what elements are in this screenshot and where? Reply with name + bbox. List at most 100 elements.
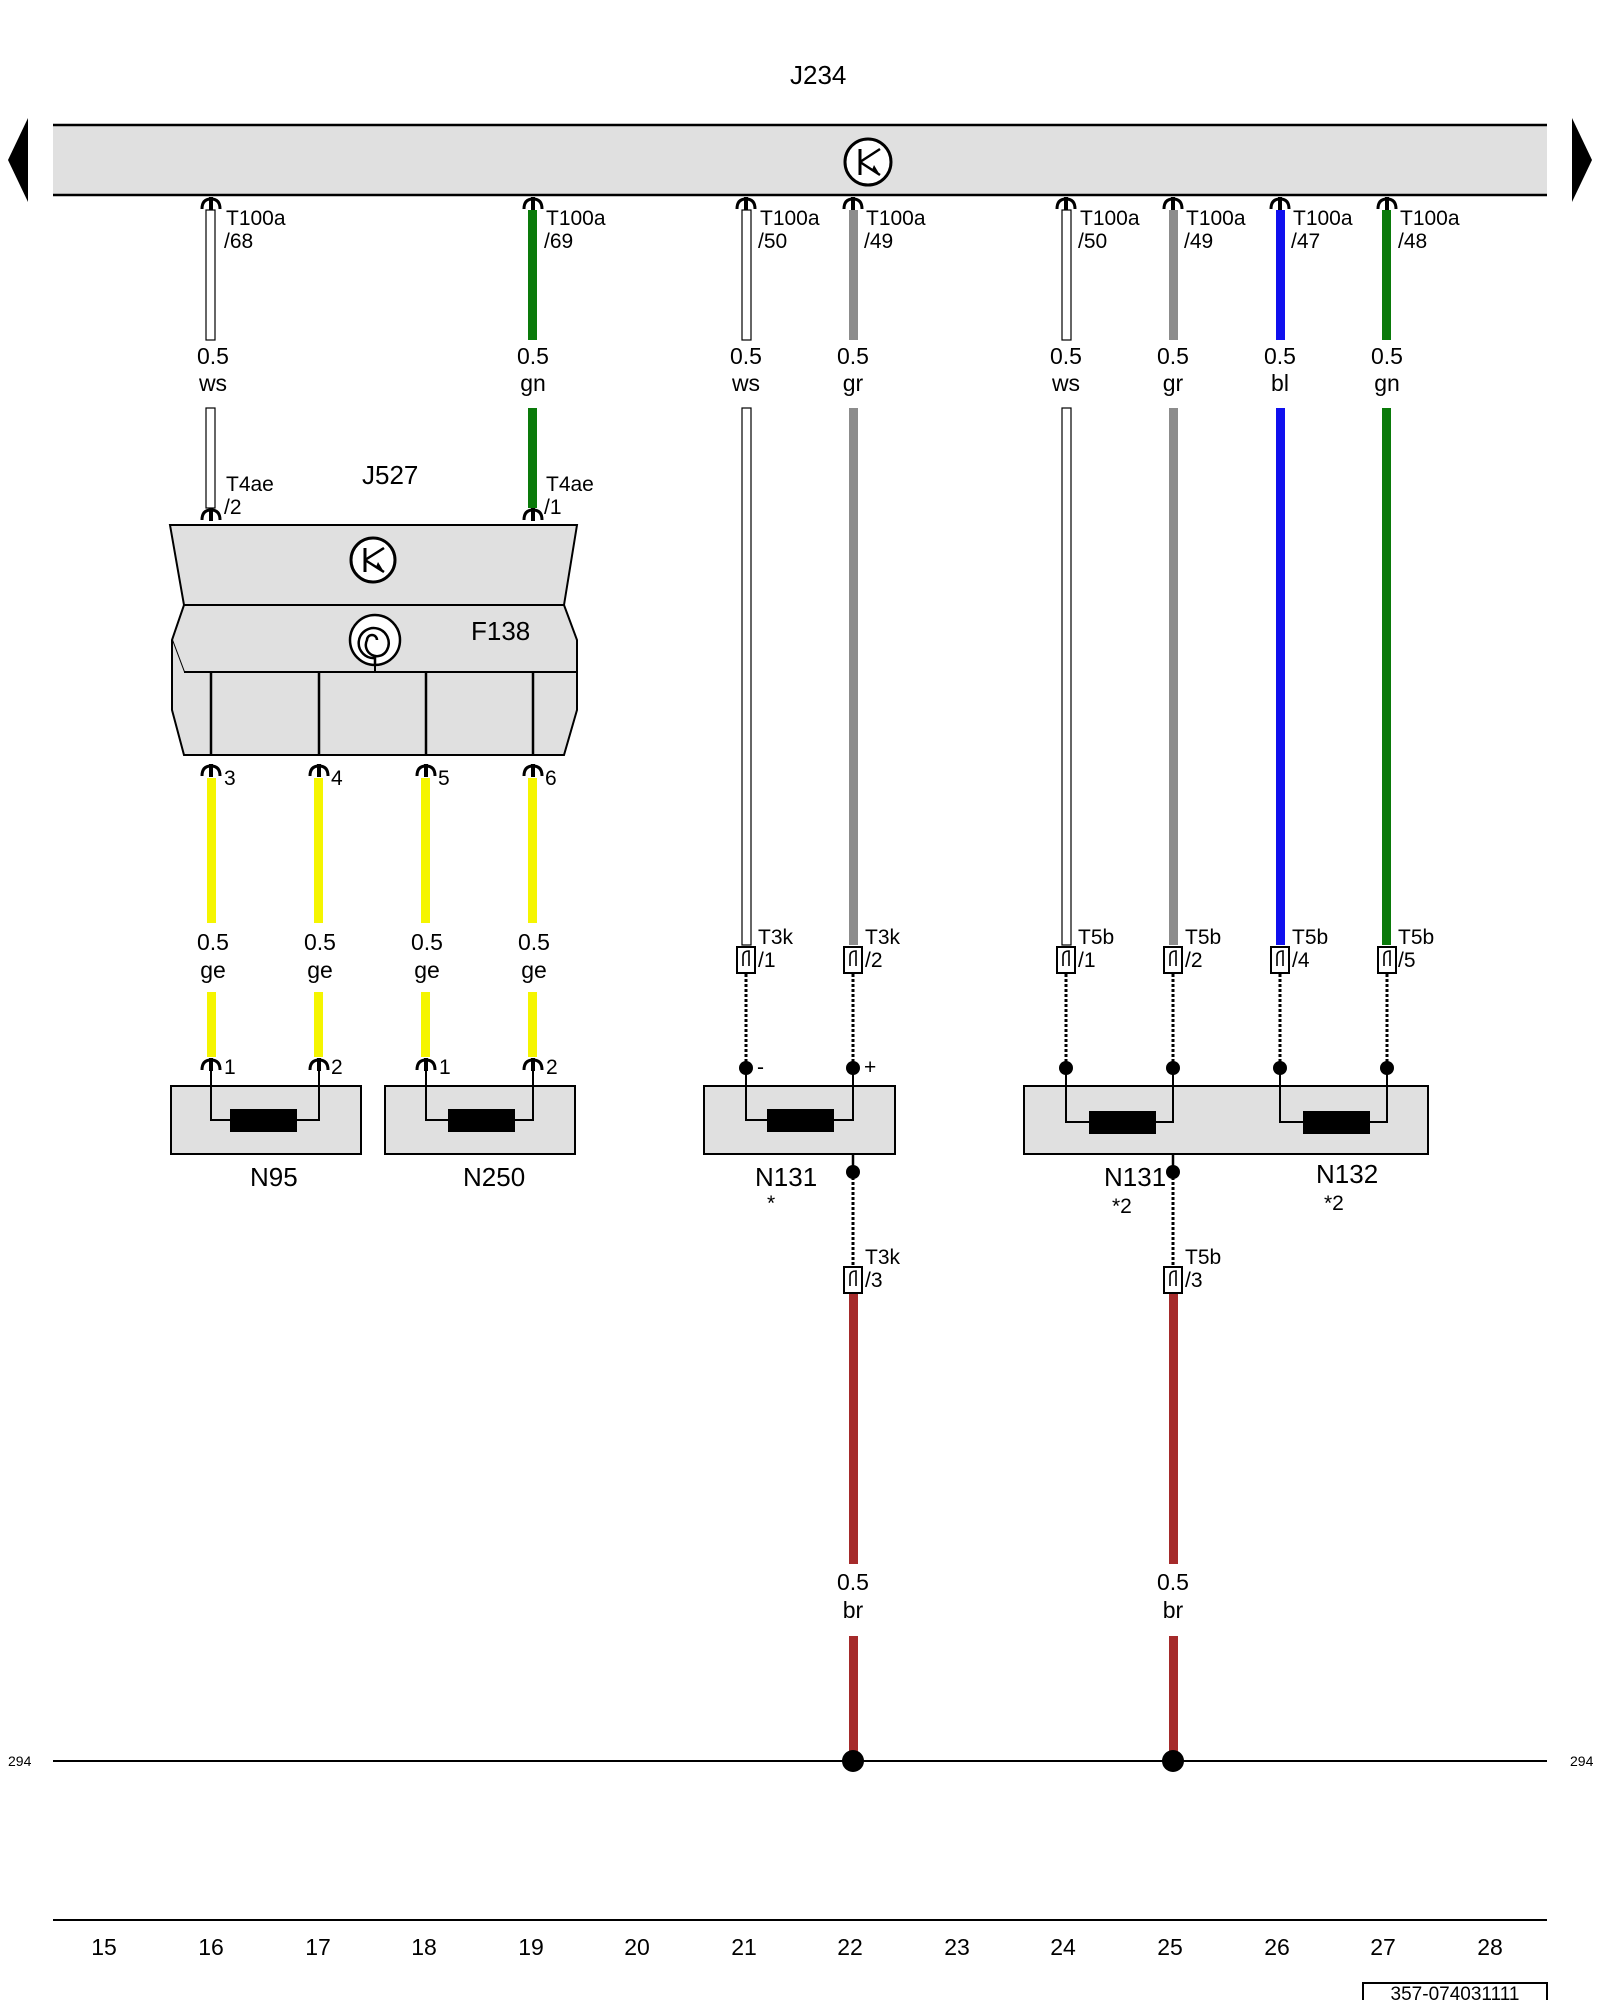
- j527-label: J527: [362, 460, 418, 490]
- pin-number-label: 3: [224, 767, 236, 790]
- n131-n132-valves: N131 *2 N132 *2: [1023, 1061, 1429, 1218]
- n95-label: N95: [250, 1162, 298, 1192]
- pin-number-label: /49: [1184, 230, 1213, 253]
- pin-number-label: /2: [224, 496, 242, 519]
- pin-polarity-label: -: [757, 1056, 764, 1079]
- wire-size-label: 0.5: [837, 343, 869, 369]
- upper-wire-labels: 0.5 ws 0.5 gn 0.5 ws 0.5 gr 0.5 ws 0.5 g…: [197, 343, 1403, 396]
- internal-wires: [744, 974, 1389, 1266]
- pin-number-label: /2: [865, 949, 883, 972]
- column-number: 28: [1477, 1934, 1503, 1960]
- pin-number-label: /69: [544, 230, 573, 253]
- pin-conn-label: T100a: [546, 207, 606, 230]
- wire-color-label: ge: [307, 957, 333, 983]
- pin-conn-label: T5b: [1185, 1246, 1221, 1269]
- wire-color-label: bl: [1271, 370, 1289, 396]
- electronics-icon: [843, 137, 893, 187]
- ground-wires: T3k /3 T5b /3 0.5 br 0.5 br: [837, 1246, 1221, 1760]
- edge-reference-left: 294: [8, 1753, 32, 1769]
- column-number: 16: [198, 1934, 224, 1960]
- pin-conn-label: T5b: [1398, 926, 1434, 949]
- column-number: 22: [837, 1934, 863, 1960]
- wire-size-label: 0.5: [518, 929, 550, 955]
- wire-size-label: 0.5: [197, 343, 229, 369]
- electronics-icon: [349, 536, 397, 584]
- column-number: 15: [91, 1934, 117, 1960]
- pin-conn-label: T4ae: [546, 473, 594, 496]
- pin-number-label: /48: [1398, 230, 1427, 253]
- wire-color-label: gr: [843, 370, 864, 396]
- wire-size-label: 0.5: [411, 929, 443, 955]
- j527-module: J527 F138 T4ae /2 T4ae /1: [168, 460, 594, 756]
- coil-icon: [767, 1109, 834, 1132]
- wire-size-label: 0.5: [730, 343, 762, 369]
- wire-gn: [528, 210, 537, 508]
- column-number: 26: [1264, 1934, 1290, 1960]
- wire-gr: [1169, 210, 1178, 945]
- wire-color-label: ge: [521, 957, 547, 983]
- wire-size-label: 0.5: [517, 343, 549, 369]
- pin-conn-label: T100a: [1080, 207, 1140, 230]
- wire-size-label: 0.5: [197, 929, 229, 955]
- pin-number-label: /5: [1398, 949, 1416, 972]
- column-number: 20: [624, 1934, 650, 1960]
- pin-number-label: 6: [545, 767, 557, 790]
- wire-gn: [1382, 210, 1391, 945]
- n250-valve: 1 2 N250: [384, 1056, 576, 1192]
- pin-conn-label: T3k: [865, 1246, 901, 1269]
- pin-conn-label: T100a: [226, 207, 286, 230]
- wire-size-label: 0.5: [1157, 1569, 1189, 1595]
- coil-icon: [1089, 1111, 1156, 1134]
- j234-panel: [53, 125, 1547, 195]
- pin-number-label: /50: [758, 230, 787, 253]
- wire-ws: [741, 209, 752, 946]
- pin-number-label: 1: [224, 1056, 236, 1079]
- column-number: 17: [305, 1934, 331, 1960]
- column-number: 23: [944, 1934, 970, 1960]
- column-number: 18: [411, 1934, 437, 1960]
- wire-size-label: 0.5: [1264, 343, 1296, 369]
- wire-color-label: ge: [414, 957, 440, 983]
- column-number: 19: [518, 1934, 544, 1960]
- pin-conn-label: T3k: [758, 926, 794, 949]
- n132-note: *2: [1324, 1192, 1344, 1215]
- pin-number-label: 2: [331, 1056, 343, 1079]
- pin-polarity-label: +: [864, 1056, 876, 1079]
- pin-number-label: 5: [438, 767, 450, 790]
- pin-number-label: /4: [1292, 949, 1310, 972]
- wire-color-label: gn: [520, 370, 546, 396]
- wire-bl: [1276, 210, 1285, 945]
- doc-number-box: [1362, 1982, 1548, 2000]
- wire-color-label: br: [1163, 1597, 1184, 1623]
- pin-conn-label: T5b: [1185, 926, 1221, 949]
- right-arrow-icon: [1572, 118, 1592, 202]
- left-arrow-icon: [8, 118, 28, 202]
- wire-color-label: gn: [1374, 370, 1400, 396]
- clock-spring-icon: [348, 613, 402, 667]
- doc-number: 357-074031111: [1391, 1984, 1520, 2000]
- inline-connectors: T3k /1 T3k /2 T5b /1 T5b /2 T5b /4 T5b /…: [736, 926, 1434, 974]
- coil-icon: [448, 1109, 515, 1132]
- f138-label: F138: [471, 616, 530, 646]
- pin-conn-label: T100a: [866, 207, 926, 230]
- n131-label: N131: [1104, 1162, 1166, 1192]
- wire-gr: [849, 210, 858, 945]
- pin-number-label: /50: [1078, 230, 1107, 253]
- ground-rail: 294 294: [8, 1750, 1594, 1772]
- column-number: 27: [1370, 1934, 1396, 1960]
- pin-conn-label: T5b: [1292, 926, 1328, 949]
- n131-label: N131: [755, 1162, 817, 1192]
- pin-conn-label: T100a: [1293, 207, 1353, 230]
- edge-reference-right: 294: [1570, 1753, 1594, 1769]
- pin-conn-label: T5b: [1078, 926, 1114, 949]
- wire-size-label: 0.5: [1050, 343, 1082, 369]
- pin-number-label: /3: [865, 1269, 883, 1292]
- pin-number-label: /49: [864, 230, 893, 253]
- pin-number-label: /47: [1291, 230, 1320, 253]
- column-number: 24: [1050, 1934, 1076, 1960]
- pin-number-label: 1: [439, 1056, 451, 1079]
- column-ruler: 15 16 17 18 19 20 21 22 23 24 25 26 27 2…: [53, 1919, 1548, 2000]
- coil-icon: [230, 1109, 297, 1132]
- wire-size-label: 0.5: [1157, 343, 1189, 369]
